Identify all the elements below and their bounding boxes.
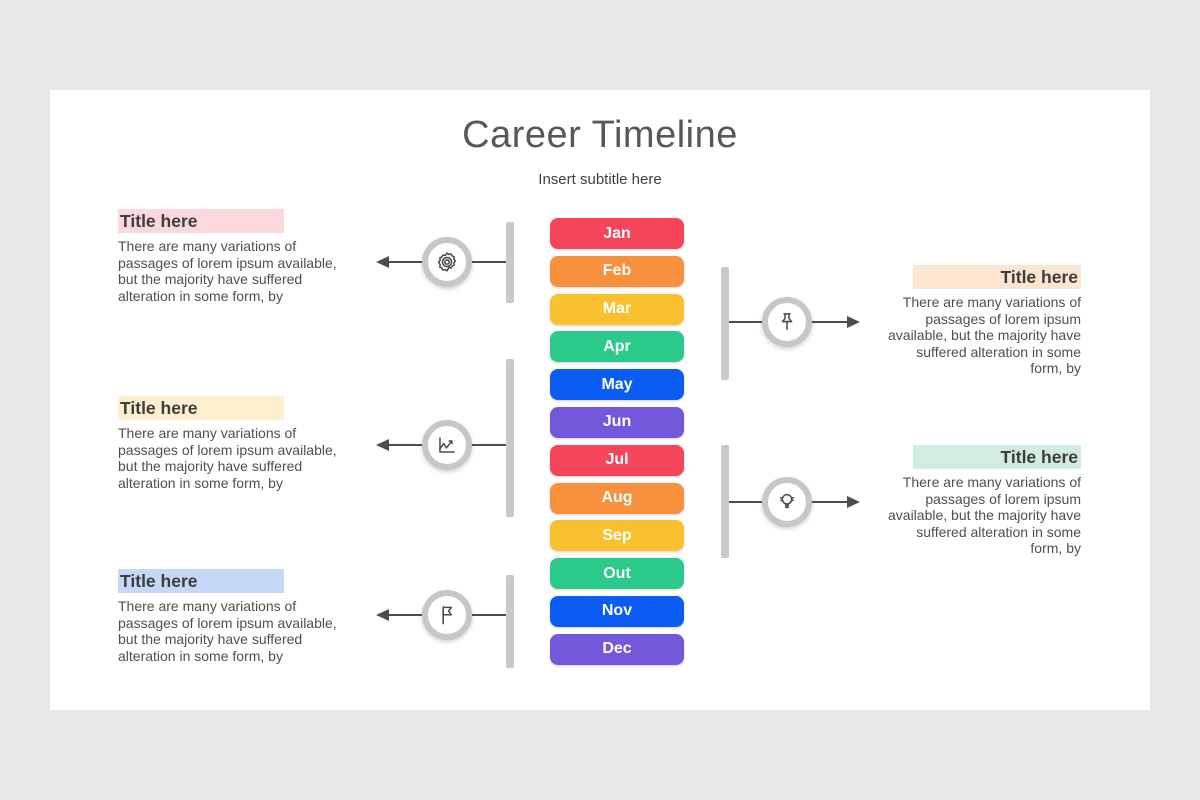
block-title-right-1: Title here (913, 265, 1081, 289)
timeline-bar-right-2 (721, 445, 729, 558)
arrowhead-left-icon (376, 255, 389, 268)
months-column: Jan Feb Mar Apr May Jun Jul Aug Sep Out … (550, 218, 684, 665)
slide-title: Career Timeline (462, 114, 738, 156)
icon-circle-gear (422, 237, 472, 287)
month-pill-may: May (550, 369, 684, 401)
timeline-bar-right-1 (721, 267, 729, 380)
timeline-bar-left-1 (506, 222, 514, 303)
lightbulb-icon (779, 493, 795, 509)
month-pill-apr: Apr (550, 331, 684, 363)
block-body-left-3: There are many variations of passages of… (118, 598, 337, 664)
block-body-left-1: There are many variations of passages of… (118, 238, 337, 304)
chart-icon (439, 437, 455, 453)
block-title-left-3: Title here (118, 569, 284, 593)
block-body-left-2: There are many variations of passages of… (118, 425, 337, 491)
icon-circle-pin (762, 297, 812, 347)
icon-circle-chart (422, 420, 472, 470)
pushpin-icon (781, 313, 793, 330)
icon-circle-flag (422, 590, 472, 640)
month-pill-jul: Jul (550, 444, 684, 476)
timeline-bar-left-2 (506, 359, 514, 517)
month-pill-dec: Dec (550, 633, 684, 665)
block-body-right-2: There are many variations of passages of… (888, 474, 1081, 557)
month-pill-jun: Jun (550, 406, 684, 438)
block-title-left-2: Title here (118, 396, 284, 420)
month-pill-aug: Aug (550, 482, 684, 514)
slide-subtitle: Insert subtitle here (538, 171, 662, 188)
month-pill-jan: Jan (550, 218, 684, 249)
arrowhead-right-icon (847, 315, 860, 328)
gear-icon (437, 252, 457, 272)
month-pill-out: Out (550, 558, 684, 590)
month-pill-feb: Feb (550, 255, 684, 287)
arrowhead-right-icon (847, 495, 860, 508)
block-title-left-1: Title here (118, 209, 284, 233)
arrowhead-left-icon (376, 608, 389, 621)
block-body-right-1: There are many variations of passages of… (888, 294, 1081, 377)
slide-canvas: Career Timeline Insert subtitle here Jan… (50, 90, 1150, 710)
flag-icon (442, 606, 453, 625)
timeline-bar-left-3 (506, 575, 514, 668)
arrowhead-left-icon (376, 438, 389, 451)
month-pill-nov: Nov (550, 595, 684, 627)
block-title-right-2: Title here (913, 445, 1081, 469)
month-pill-mar: Mar (550, 293, 684, 325)
month-pill-sep: Sep (550, 520, 684, 552)
icon-circle-bulb (762, 477, 812, 527)
